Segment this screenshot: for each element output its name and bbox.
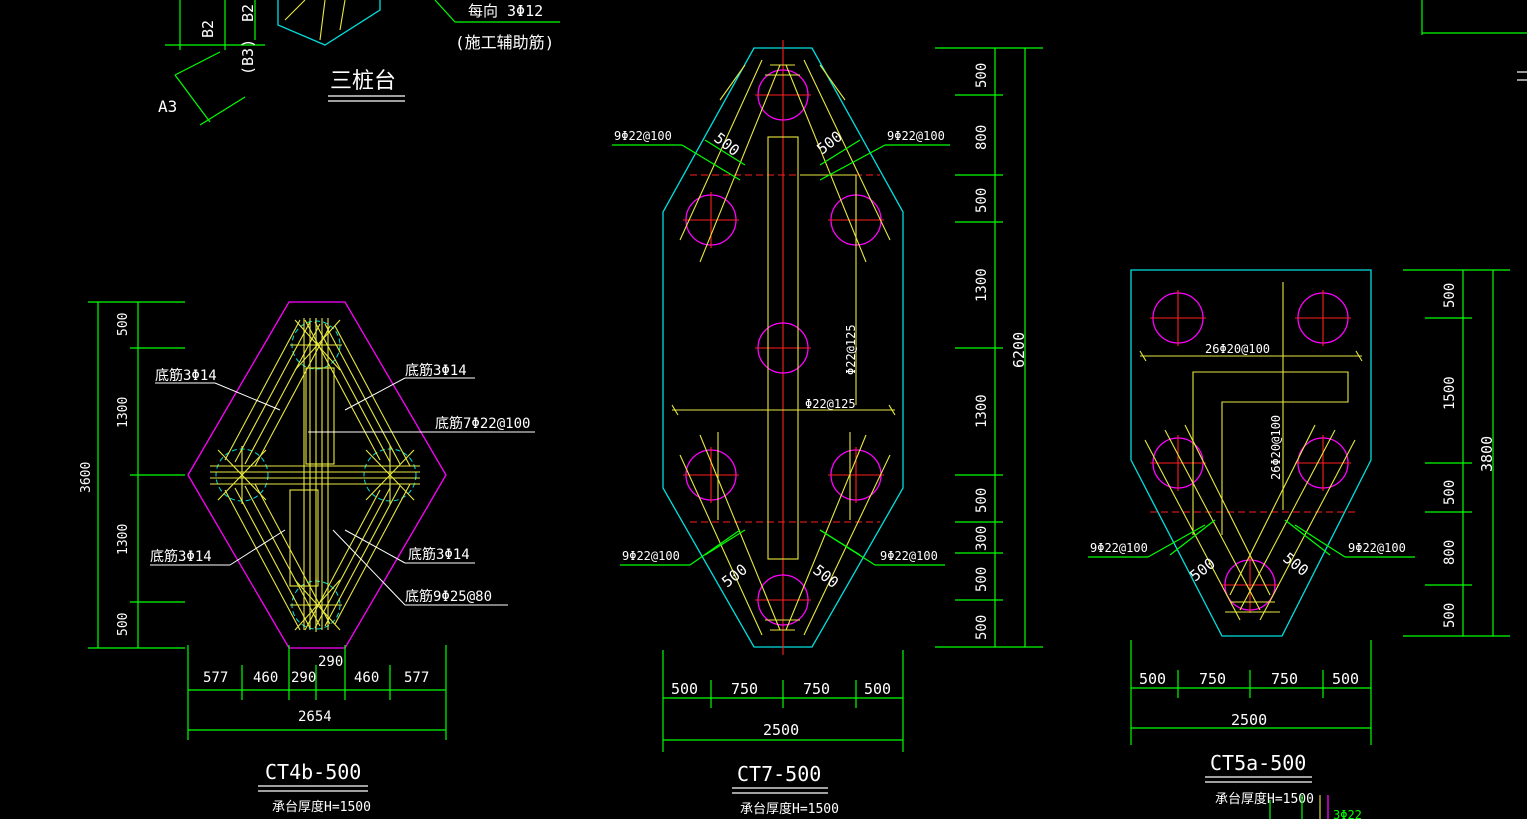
ct4b-bar-label-6: 底筋9Φ25@80 (405, 588, 492, 605)
ct4b-htotal: 2654 (298, 709, 332, 725)
ct5a-vdim-4: 800 (1442, 540, 1458, 565)
ct4b-bar-label-5: 底筋3Φ14 (408, 546, 470, 563)
ct5a-hdim-2: 750 (1199, 670, 1226, 688)
ct7-vdim-8: 500 (974, 567, 990, 592)
ct4b-title: CT4b-500 (265, 760, 361, 784)
ct4b-hdim-4: 290 (318, 654, 343, 670)
ct7-hdim-2: 750 (731, 680, 758, 698)
ct7-bar-label-6: Φ22@125 (844, 324, 858, 375)
ct7-diag-1: 500 (711, 129, 743, 160)
rebar-note-aux: (施工辅助筋) (455, 33, 554, 52)
ct7-hdim-3: 750 (803, 680, 830, 698)
ct5a-outline (1130, 269, 1372, 637)
ct7-vdim-4: 1300 (974, 268, 990, 302)
fragment-title: 三桩台 (330, 69, 396, 94)
ct7-vdim-5: 1300 (974, 394, 990, 428)
label-a3: A3 (158, 97, 177, 116)
label-b2: B2 (199, 20, 217, 38)
ct7-bar-label-2: 9Φ22@100 (887, 129, 945, 143)
ct5a-thickness: 承台厚度H=1500 (1215, 791, 1314, 807)
label-b2b: B2 (239, 4, 257, 22)
ct4b-vdim-4: 500 (116, 613, 131, 636)
ct7-vdim-1: 500 (974, 63, 990, 88)
ct4b-bar-label-4: 底筋3Φ14 (150, 548, 212, 565)
ct4b-bar-label-1: 底筋3Φ14 (155, 367, 217, 384)
ct4b-hdim-3: 290 (291, 670, 316, 686)
ct5a-vdim-2: 1500 (1442, 376, 1458, 410)
ct7-bar-label-5: Φ22@125 (805, 397, 856, 411)
ct4b-thickness: 承台厚度H=1500 (272, 799, 371, 815)
ct7-bar-label-1: 9Φ22@100 (614, 129, 672, 143)
ct7-vtotal: 6200 (1010, 332, 1028, 368)
ct4b-drawing: 底筋3Φ14 底筋3Φ14 底筋7Φ22@100 底筋3Φ14 底筋3Φ14 底… (79, 301, 535, 815)
ct4b-hdim-1: 577 (203, 670, 228, 686)
ct4b-vdim-1: 500 (116, 313, 131, 336)
ct7-vdim-9: 500 (974, 615, 990, 640)
ct7-diag-2: 500 (813, 127, 845, 158)
top-right-fragment (1421, 0, 1527, 81)
ct7-outline (662, 47, 904, 648)
ct5a-bar-label-2: 26Φ20@100 (1269, 415, 1283, 480)
ct7-hdim-4: 500 (864, 680, 891, 698)
ct5a-hdim-1: 500 (1139, 670, 1166, 688)
ct5a-diag-2: 500 (1280, 549, 1312, 580)
ct5a-bar-label-3: 9Φ22@100 (1090, 541, 1148, 555)
ct4b-hdim-2: 460 (253, 670, 278, 686)
ct4b-bar-label-3: 底筋7Φ22@100 (435, 415, 530, 432)
rebar-note: 每向 3Φ12 (468, 2, 543, 20)
ct4b-bar-label-2: 底筋3Φ14 (405, 362, 467, 379)
ct4b-vtotal: 3600 (79, 462, 94, 493)
ct5a-diag-1: 500 (1186, 554, 1218, 585)
ct7-vdim-6: 500 (974, 488, 990, 513)
ct7-diag-3: 500 (718, 560, 750, 591)
ct4b-hdim-5: 460 (354, 670, 379, 686)
ct7-title: CT7-500 (737, 762, 821, 786)
ct5a-drawing: 500 500 26Φ20@100 26Φ20@100 9Φ22@100 9Φ2… (1088, 269, 1510, 819)
ct4b-hdim-6: 577 (404, 670, 429, 686)
ct5a-bottom-note: 3Φ22 (1333, 808, 1362, 819)
ct7-bar-label-3: 9Φ22@100 (622, 549, 680, 563)
ct5a-vdim-1: 500 (1442, 283, 1458, 308)
ct7-bar-label-4: 9Φ22@100 (880, 549, 938, 563)
label-b3: (B3) (239, 39, 257, 75)
ct5a-bar-label-4: 9Φ22@100 (1348, 541, 1406, 555)
ct7-htotal: 2500 (763, 721, 799, 739)
three-pile-cap-fragment: B2 B2 (B3) A3 每向 3Φ12 (施工辅助筋) 三桩台 (158, 0, 560, 126)
ct7-vdim-3: 500 (974, 188, 990, 213)
ct4b-vdim-3: 1300 (116, 524, 131, 555)
ct7-hdim-1: 500 (671, 680, 698, 698)
ct7-thickness: 承台厚度H=1500 (740, 801, 839, 817)
ct5a-bar-label-1: 26Φ20@100 (1205, 342, 1270, 356)
ct5a-hdim-3: 750 (1271, 670, 1298, 688)
ct5a-htotal: 2500 (1231, 711, 1267, 729)
ct7-drawing: 500 500 500 500 9Φ22@100 9Φ22@100 9Φ22@1… (612, 40, 1043, 817)
ct5a-title: CT5a-500 (1210, 751, 1306, 775)
ct7-vdim-2: 800 (974, 125, 990, 150)
ct5a-vdim-5: 500 (1442, 603, 1458, 628)
ct5a-vtotal: 3800 (1478, 436, 1496, 472)
ct5a-hdim-4: 500 (1332, 670, 1359, 688)
ct7-vdim-7: 300 (974, 526, 990, 551)
ct4b-vdim-2: 1300 (116, 397, 131, 428)
ct5a-vdim-3: 500 (1442, 480, 1458, 505)
